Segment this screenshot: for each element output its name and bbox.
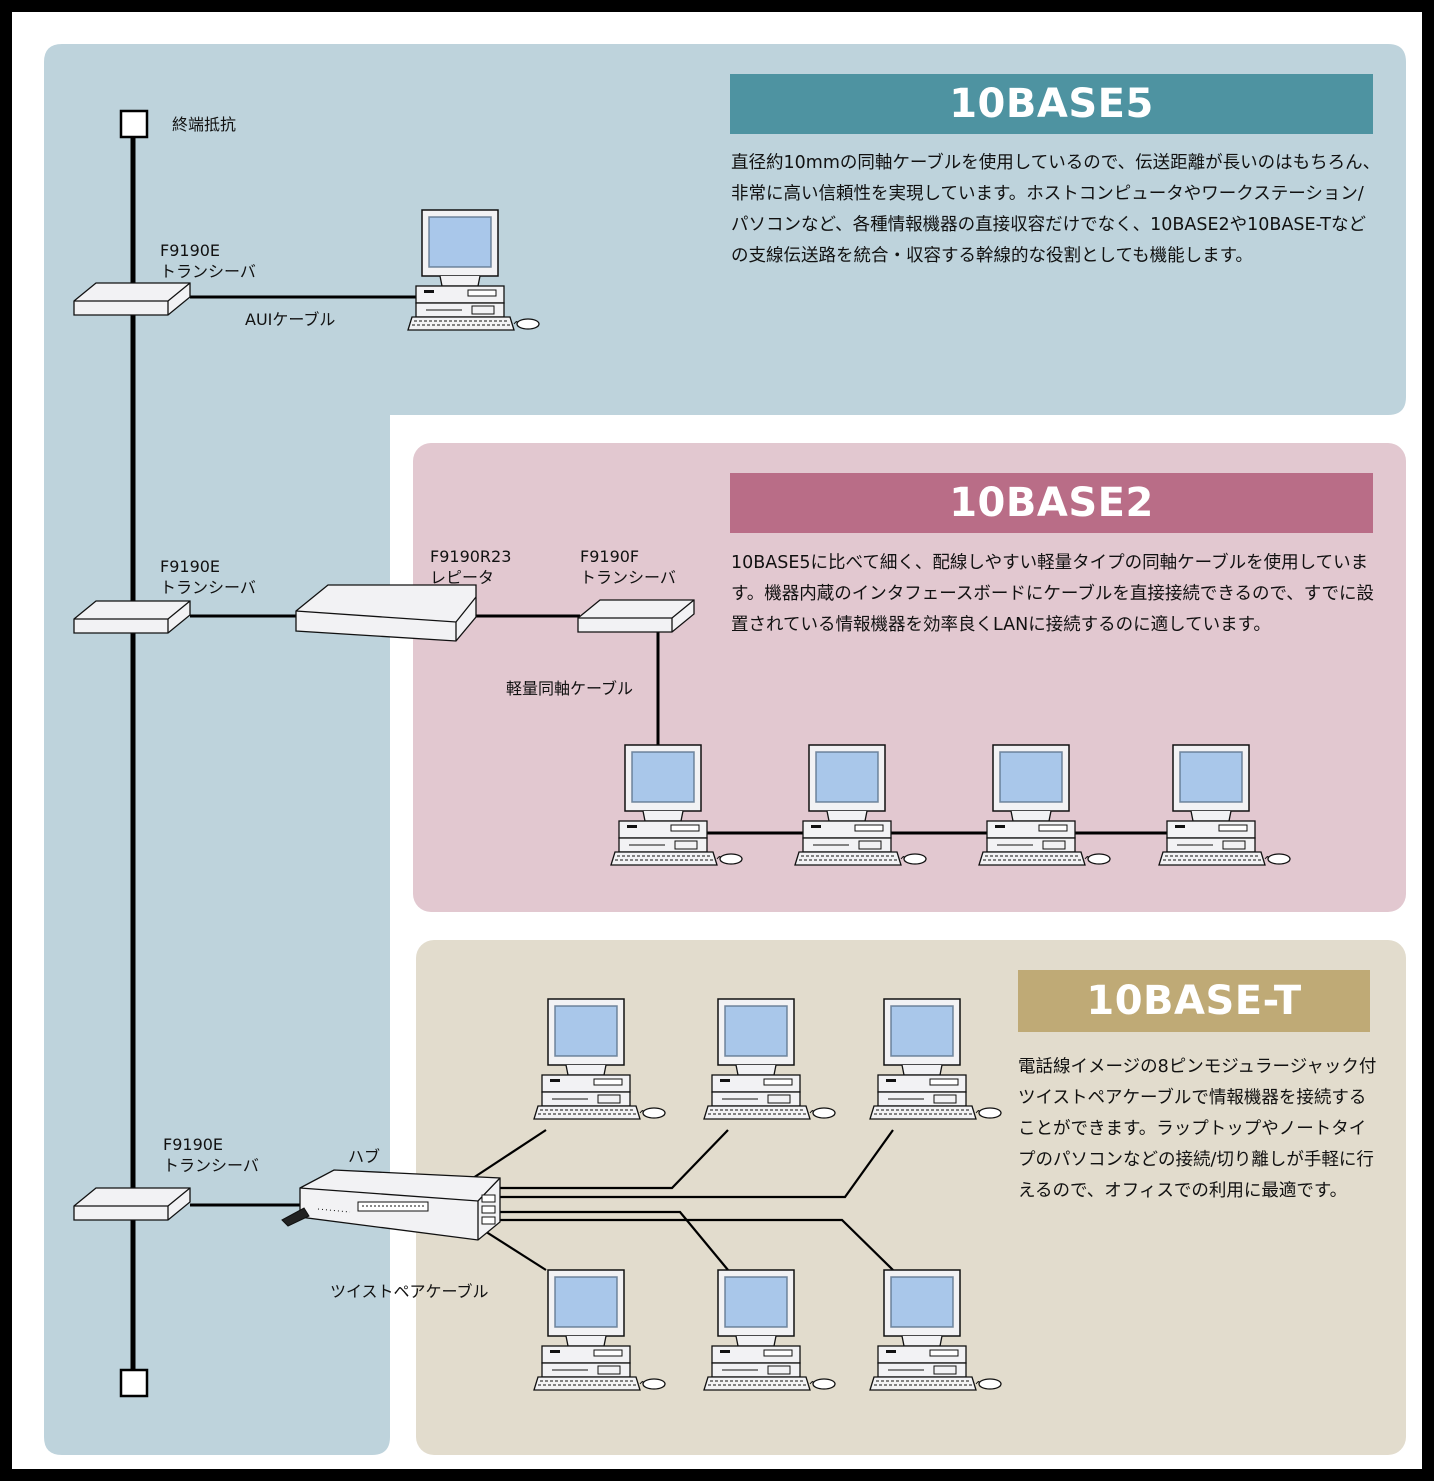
aui-cable-label: AUIケーブル	[245, 310, 336, 329]
transceiver1-name-label: トランシーバ	[160, 262, 256, 281]
transceiver1-model-label: F9190E	[160, 241, 221, 260]
title-10baset: 10BASE-T	[1018, 970, 1370, 1032]
transceiver2-name-label: トランシーバ	[160, 578, 256, 597]
description-10base2: 10BASE5に比べて細く、配線しやすい軽量タイプの同軸ケーブルを使用しています…	[731, 553, 1374, 635]
repeater-model-label: F9190R23	[430, 547, 512, 566]
description-10base5: 直径約10mmの同軸ケーブルを使用しているので、伝送距離が長いのはもちろん、非常…	[731, 153, 1381, 266]
thin-coax-label: 軽量同軸ケーブル	[506, 679, 634, 698]
transceiver-icon	[73, 600, 191, 634]
title-10base5: 10BASE5	[730, 74, 1373, 134]
twisted-pair-label: ツイストペアケーブル	[330, 1282, 489, 1301]
description-10baset: 電話線イメージの8ピンモジュラージャック付ツイストペアケーブルで情報機器を接続す…	[1018, 1057, 1377, 1201]
transceiver-icon	[577, 599, 695, 633]
terminator-label: 終端抵抗	[172, 115, 237, 134]
transceiver-icon	[73, 1187, 191, 1221]
repeater-name-label: レピータ	[430, 568, 495, 587]
title-10base2: 10BASE2	[730, 473, 1373, 533]
transceiver3-name-label: トランシーバ	[163, 1156, 259, 1175]
panel-10base5	[44, 44, 1406, 1455]
hub-icon	[281, 1169, 501, 1241]
repeater-icon	[295, 584, 477, 642]
transceiver-f-name-label: トランシーバ	[580, 568, 676, 587]
hub-label: ハブ	[348, 1147, 381, 1166]
transceiver3-model-label: F9190E	[163, 1135, 224, 1154]
twisted-pair-cables	[469, 1129, 894, 1271]
transceiver-icon	[73, 282, 191, 316]
terminator-icon	[119, 109, 149, 139]
terminator-icon	[119, 1368, 149, 1398]
panel-10baset	[416, 940, 1406, 1455]
transceiver2-model-label: F9190E	[160, 557, 221, 576]
transceiver-f-model-label: F9190F	[580, 547, 640, 566]
